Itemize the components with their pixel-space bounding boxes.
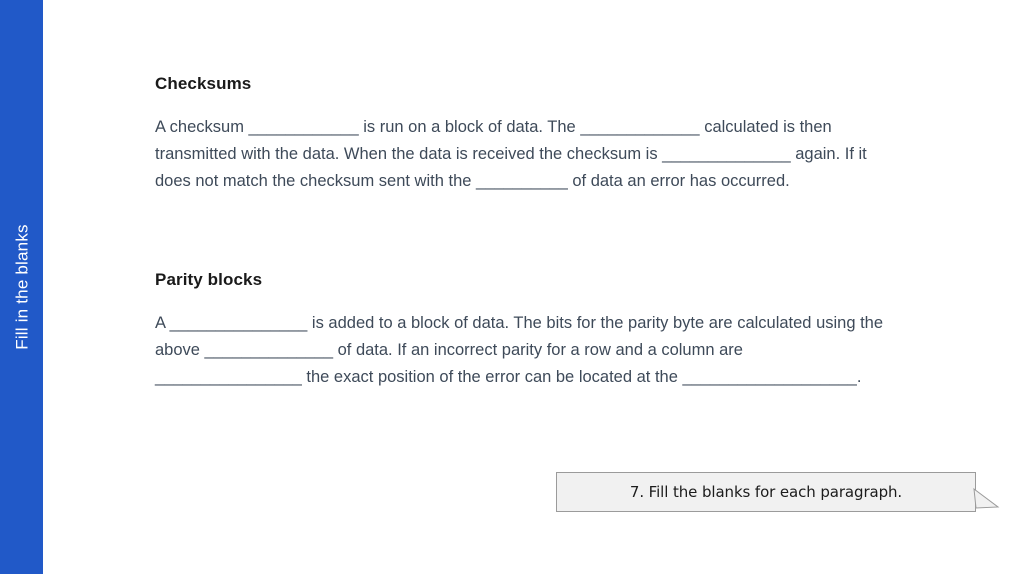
speech-bubble-tail-icon (973, 487, 1000, 509)
section-heading-checksums: Checksums (155, 74, 252, 93)
section-body-parity: A _______________ is added to a block of… (155, 314, 884, 386)
instruction-callout-text: 7. Fill the blanks for each paragraph. (629, 483, 903, 501)
slide-content: Checksums A checksum ____________ is run… (43, 0, 1024, 574)
side-band-label: Fill in the blanks (12, 224, 31, 350)
section-body-checksums: A checksum ____________ is run on a bloc… (155, 118, 867, 190)
side-band: Fill in the blanks (0, 0, 43, 574)
section-heading-parity: Parity blocks (155, 270, 263, 289)
instruction-callout: 7. Fill the blanks for each paragraph. (556, 472, 976, 512)
